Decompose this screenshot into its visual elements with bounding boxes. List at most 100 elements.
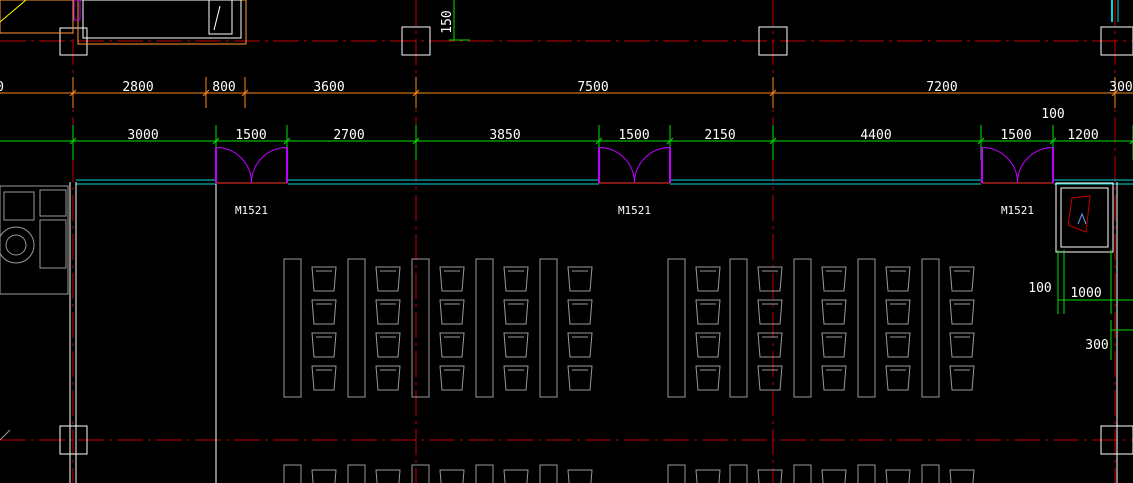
chair — [311, 299, 337, 325]
chair-seat — [375, 365, 401, 391]
chair — [439, 365, 465, 391]
chair-lower — [567, 469, 593, 483]
chair-lower — [885, 469, 911, 483]
door-dimension-label: 3850 — [489, 128, 520, 143]
chair — [503, 266, 529, 292]
door-swing-left — [981, 147, 1018, 184]
door-swing-right — [251, 147, 288, 184]
door-tag: M1521 — [1001, 204, 1034, 217]
chair-seat — [311, 365, 337, 391]
desk-lower-9 — [857, 464, 876, 483]
vertical-dimension-top: 150 — [440, 0, 470, 41]
upper-rooms — [0, 0, 1119, 45]
chair — [821, 266, 847, 292]
column-bottom-1 — [59, 425, 88, 455]
desk-8 — [793, 258, 812, 398]
double-door-3: M1521 — [981, 147, 1054, 217]
outer-dimension-label: 2800 — [122, 80, 153, 95]
chair-seat — [885, 332, 911, 358]
door-dimension-slash-5 — [666, 137, 674, 145]
desk-10 — [921, 258, 940, 398]
desk-lower-8 — [793, 464, 812, 483]
chair-seat — [695, 365, 721, 391]
chair — [885, 332, 911, 358]
chair-lower — [439, 469, 465, 483]
desk-lower-2 — [347, 464, 366, 483]
upper-room-box — [208, 0, 233, 35]
desk-2 — [347, 258, 366, 398]
chair — [949, 299, 975, 325]
chair-seat — [757, 299, 783, 325]
chair — [821, 299, 847, 325]
outer-dimension-label: 300 — [1109, 80, 1132, 95]
equipment-box — [39, 189, 67, 217]
chair-seat — [821, 266, 847, 292]
chair — [439, 299, 465, 325]
chair — [821, 332, 847, 358]
door-dimension-label: 3000 — [127, 128, 158, 143]
door-dimension-slash-4 — [595, 137, 603, 145]
chair-seat — [311, 299, 337, 325]
door-dimension-slash-9 — [1129, 140, 1133, 145]
upper-room-marker — [73, 0, 81, 21]
chair-seat — [949, 469, 975, 483]
chair-lower — [949, 469, 975, 483]
door-dimension-slash-6 — [769, 137, 777, 145]
vertical-dimension-label: 150 — [440, 10, 455, 33]
chair — [885, 365, 911, 391]
chair-lower — [821, 469, 847, 483]
chair — [821, 365, 847, 391]
chair — [949, 365, 975, 391]
door-dimension-slash-1 — [212, 137, 220, 145]
outer-dimension-slash-1 — [202, 89, 210, 97]
outer-dimension-label: 800 — [212, 80, 235, 95]
upper-room-left — [0, 0, 74, 34]
desk-3 — [411, 258, 430, 398]
chair-seat — [567, 332, 593, 358]
chair-seat — [885, 469, 911, 483]
chair-seat — [885, 365, 911, 391]
outer-dimension-label: 3600 — [313, 80, 344, 95]
chair — [375, 332, 401, 358]
chair-seat — [439, 365, 465, 391]
left-equipment-area — [0, 185, 69, 441]
chair-seat — [503, 299, 529, 325]
door-dimension-extra-label: 100 — [1041, 107, 1064, 122]
desk-lower-7 — [729, 464, 748, 483]
chair-seat — [439, 332, 465, 358]
door-dimension-label: 1500 — [235, 128, 266, 143]
door-dimension-label: 1500 — [1000, 128, 1031, 143]
chair — [757, 332, 783, 358]
chair-seat — [821, 365, 847, 391]
chair-seat — [375, 469, 401, 483]
outer-dimension-label: 7500 — [577, 80, 608, 95]
chair-lower — [695, 469, 721, 483]
door-dimension-label: 2700 — [333, 128, 364, 143]
equipment-circle-inner — [5, 234, 27, 256]
chair-seat — [311, 469, 337, 483]
chair-lower — [757, 469, 783, 483]
chair-seat — [695, 299, 721, 325]
chair-seat — [757, 365, 783, 391]
chair-seat — [567, 266, 593, 292]
chair — [757, 266, 783, 292]
equipment-box-3 — [3, 191, 35, 221]
chair-seat — [885, 266, 911, 292]
equipment-frame — [0, 185, 69, 295]
chair-seat — [695, 332, 721, 358]
column-top-2 — [401, 26, 431, 56]
chair-seat — [885, 299, 911, 325]
chair-seat — [567, 365, 593, 391]
door-dimension-slash-2 — [283, 137, 291, 145]
door-dimension-label: 1200 — [1067, 128, 1098, 143]
chair — [567, 266, 593, 292]
chair-seat — [439, 266, 465, 292]
chair — [949, 266, 975, 292]
desk-7 — [729, 258, 748, 398]
door-dimension-label: 2150 — [704, 128, 735, 143]
chair — [375, 365, 401, 391]
right-small-room — [1055, 182, 1133, 360]
